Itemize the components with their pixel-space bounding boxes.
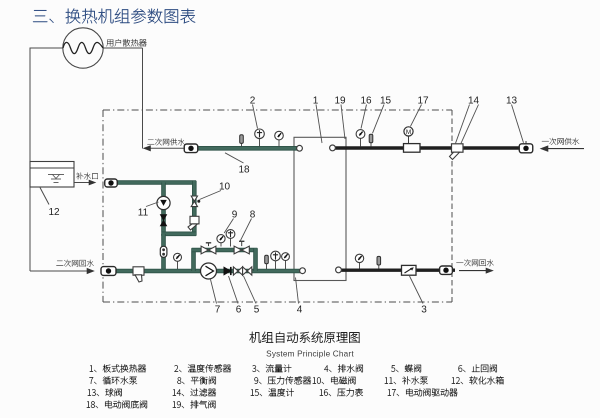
svg-text:13: 13 — [506, 96, 518, 107]
svg-text:6: 6 — [236, 305, 242, 316]
svg-text:19: 19 — [334, 96, 346, 107]
svg-text:14: 14 — [468, 96, 480, 107]
svg-text:15: 15 — [380, 96, 392, 107]
svg-text:9: 9 — [232, 210, 238, 221]
svg-text:5: 5 — [254, 305, 260, 316]
svg-text:2: 2 — [250, 96, 256, 107]
svg-text:8: 8 — [250, 210, 256, 221]
svg-text:3: 3 — [421, 305, 427, 316]
svg-text:7: 7 — [215, 305, 221, 316]
svg-text:18: 18 — [238, 165, 250, 176]
svg-text:17: 17 — [417, 96, 429, 107]
svg-text:System Principle Chart: System Principle Chart — [266, 350, 354, 359]
svg-text:10: 10 — [219, 182, 231, 193]
svg-text:4: 4 — [297, 305, 303, 316]
svg-text:1: 1 — [313, 96, 319, 107]
svg-text:12: 12 — [48, 207, 60, 218]
svg-text:M: M — [406, 129, 411, 136]
svg-text:11: 11 — [138, 208, 149, 219]
svg-text:16: 16 — [360, 96, 372, 107]
